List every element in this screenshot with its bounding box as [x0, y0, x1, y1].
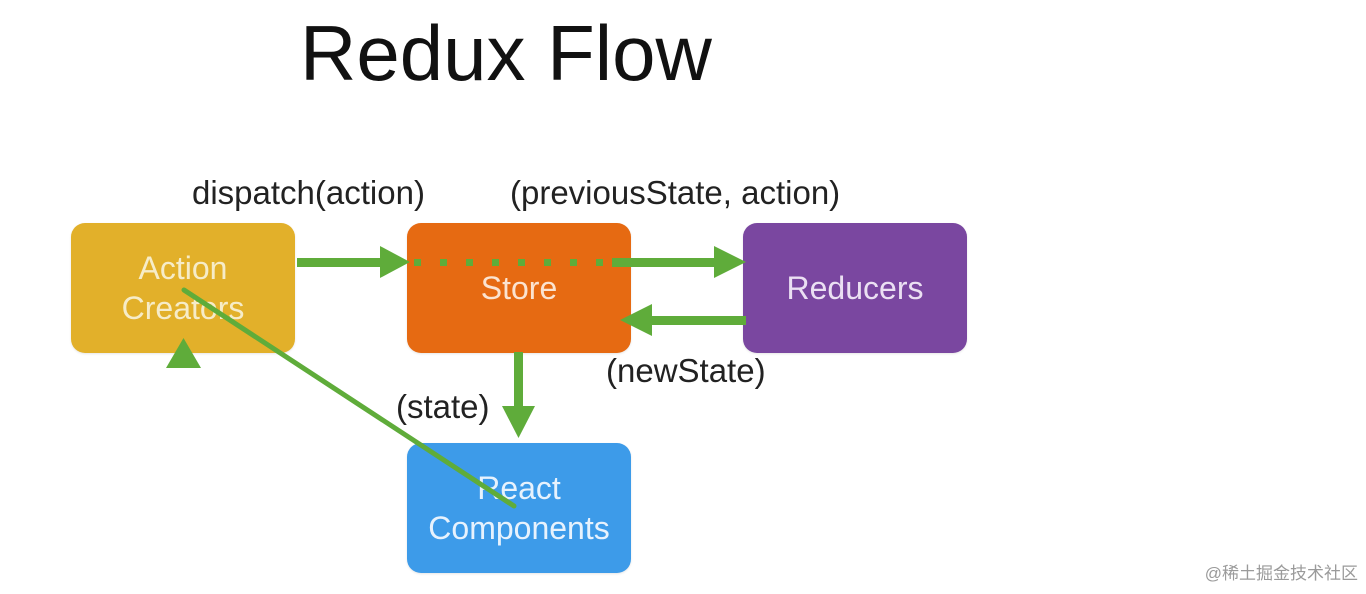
react-components-node: React Components: [407, 443, 631, 573]
state-arrow-shaft: [514, 352, 523, 410]
action-creators-label-line1: Action: [138, 250, 228, 286]
reducers-label: Reducers: [786, 270, 924, 306]
reducers-node: Reducers: [743, 223, 967, 353]
diagram-title: Redux Flow: [300, 9, 712, 97]
dispatch-arrow-shaft: [297, 258, 383, 267]
watermark: @稀土掘金技术社区: [1204, 564, 1358, 583]
action-creators-node: Action Creators: [71, 223, 295, 353]
dispatch-arrowhead: [380, 246, 410, 278]
store-label: Store: [480, 270, 558, 306]
label-new-state: (newState): [606, 352, 766, 389]
label-state: (state): [396, 388, 490, 425]
action-creators-label-line2: Creators: [121, 290, 245, 326]
state-arrowhead: [502, 406, 535, 438]
react-components-label-line2: Components: [428, 510, 610, 546]
react-components-label-line1: React: [477, 470, 561, 506]
label-dispatch-action: dispatch(action): [192, 174, 425, 211]
label-previous-state-action: (previousState, action): [510, 174, 841, 211]
to-reducers-arrowhead: [714, 246, 746, 278]
new-state-arrow-shaft: [648, 316, 746, 325]
store-node: Store: [407, 223, 631, 353]
